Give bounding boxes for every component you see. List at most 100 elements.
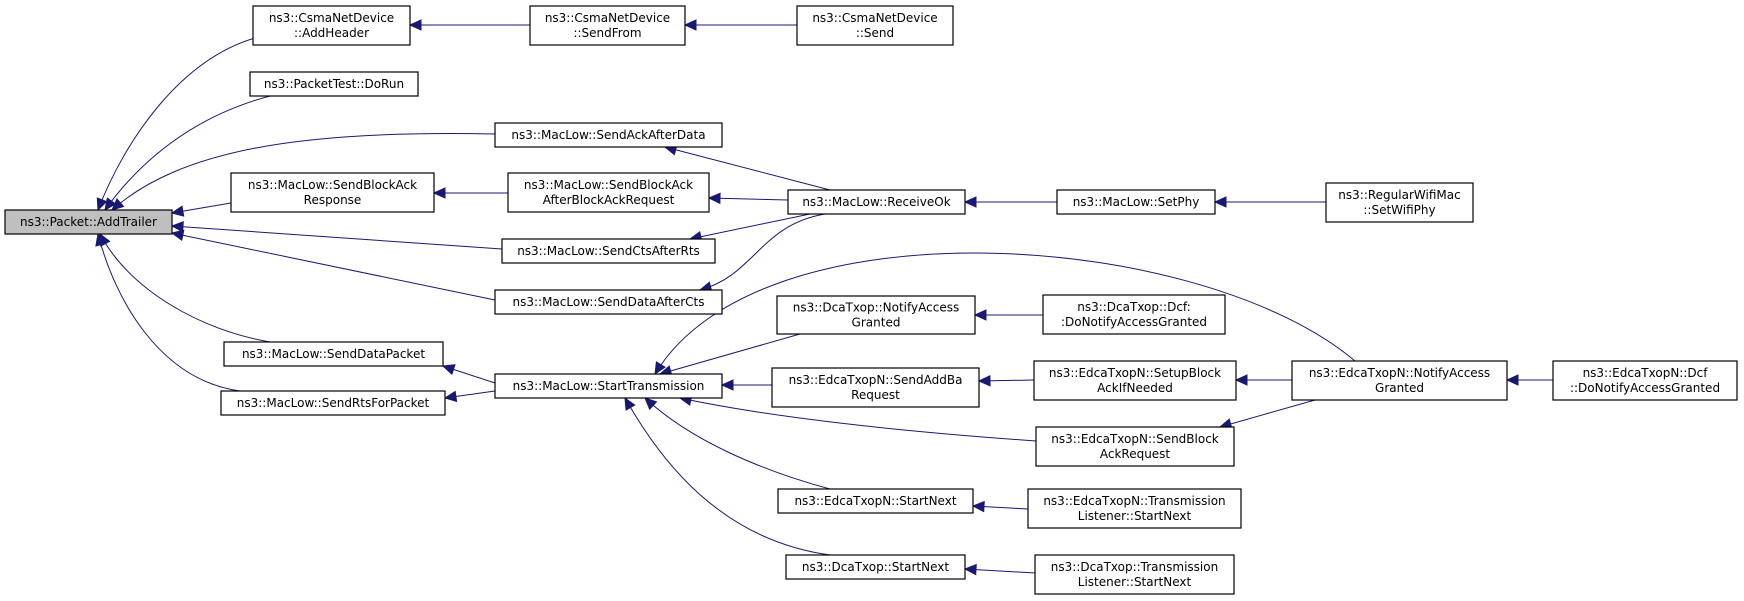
node-box [230,172,435,213]
arrowhead [707,192,721,205]
node-label: ns3::Packet::AddTrailer [20,215,157,229]
node-sendrtsforpacket[interactable]: ns3::MacLow::SendRtsForPacket [220,390,446,416]
node-box [777,488,974,514]
node-box [249,71,419,97]
node-label: ns3::MacLow::SendBlockAck [524,178,693,192]
arrowhead [963,563,977,576]
node-addtrailer[interactable]: ns3::Packet::AddTrailer [4,209,173,235]
node-edca-dcf[interactable]: ns3::EdcaTxopN::Dcf::DoNotifyAccessGrant… [1552,360,1738,401]
node-box [796,5,954,46]
edge-regularwifimac-to-setphy [1213,196,1326,208]
node-starttransmission[interactable]: ns3::MacLow::StartTransmission [494,373,723,399]
edge-sendctsafterrts-to-addtrailer [170,221,503,250]
edge-line [97,37,256,211]
node-label: ns3::MacLow::SendBlockAck [248,178,417,192]
node-label: ns3::EdcaTxopN::NotifyAccess [1309,366,1490,380]
edge-line [104,95,271,211]
node-label: ns3::MacLow::StartTransmission [513,379,705,393]
edge-edca_notify-to-edca_setupblock [1234,374,1292,386]
node-dcatxop-dcf[interactable]: ns3::DcaTxop::Dcf::DoNotifyAccessGranted [1042,294,1226,335]
node-sendblockackafter[interactable]: ns3::MacLow::SendBlockAckAfterBlockAckRe… [507,172,710,213]
node-senddatapacket[interactable]: ns3::MacLow::SendDataPacket [223,341,444,367]
node-box [4,209,173,235]
node-csma-send[interactable]: ns3::CsmaNetDevice::Send [796,5,954,46]
edge-receiveok-to-senddataafterctss [698,213,826,293]
node-setphy[interactable]: ns3::MacLow::SetPhy [1056,189,1216,215]
edge-line [97,233,241,392]
node-edca-translistener[interactable]: ns3::EdcaTxopN::TransmissionListener::St… [1027,488,1242,529]
node-label: ns3::MacLow::SendRtsForPacket [237,396,430,410]
node-label: Response [304,193,362,207]
node-label: ns3::DcaTxop::NotifyAccess [793,301,959,315]
node-dcatxop-startnext[interactable]: ns3::DcaTxop::StartNext [785,554,966,580]
node-dcatxop-translistener[interactable]: ns3::DcaTxop::TransmissionListener::Star… [1034,554,1235,595]
node-label: ns3::MacLow::SendCtsAfterRts [517,244,700,258]
node-box [1291,360,1508,401]
node-box [494,122,723,148]
node-box [494,373,723,399]
node-label: Granted [1375,381,1424,395]
node-sendctsafterrts[interactable]: ns3::MacLow::SendCtsAfterRts [501,238,716,264]
edge-starttransmission-to-senddatapacket [441,364,496,384]
arrowhead [971,500,985,513]
node-edca-notify[interactable]: ns3::EdcaTxopN::NotifyAccessGranted [1291,360,1508,401]
node-label: ::AddHeader [294,26,369,40]
arrowhead [683,19,697,31]
edge-sendackafterdata-to-addtrailer [111,133,496,211]
node-box [223,341,444,367]
nodes-layer: ns3::Packet::AddTrailer ns3::CsmaNetDevic… [4,5,1738,595]
node-box [220,390,446,416]
arrowhead [1234,374,1248,386]
node-label: ns3::DcaTxop::StartNext [802,560,949,574]
edge-line [99,233,271,343]
edge-edca_sendaddba-to-starttransmission [720,379,772,391]
arrowhead [720,379,734,391]
node-box [1033,360,1237,401]
node-box [1034,554,1235,595]
arrowhead [170,221,184,233]
node-edca-startnext[interactable]: ns3::EdcaTxopN::StartNext [777,488,974,514]
edge-line [699,213,826,291]
node-label: ns3::RegularWifiMac [1338,188,1460,202]
node-label: ns3::MacLow::SetPhy [1073,195,1200,209]
node-label: :DoNotifyAccessGranted [1061,315,1207,329]
arrowhead [408,19,422,31]
node-packettest[interactable]: ns3::PacketTest::DoRun [249,71,419,97]
node-label: ns3::MacLow::SendAckAfterData [511,128,705,142]
node-csma-sendfrom[interactable]: ns3::CsmaNetDevice::SendFrom [529,5,686,46]
node-box [494,289,723,315]
node-label: Request [851,388,900,402]
node-dcatxop-notify[interactable]: ns3::DcaTxop::NotifyAccessGranted [776,295,976,335]
node-sendackafterdata[interactable]: ns3::MacLow::SendAckAfterData [494,122,723,148]
edge-dcatxop_translistener-to-dcatxop_startnext [963,563,1036,576]
edge-line [679,397,1037,442]
edge-dcatxop_dcf-to-dcatxop_notify [973,309,1043,321]
node-csma-addheader[interactable]: ns3::CsmaNetDevice::AddHeader [252,5,411,46]
edge-setphy-to-receiveok [963,196,1057,208]
arrowhead [654,361,666,376]
node-receiveok[interactable]: ns3::MacLow::ReceiveOk [787,189,966,215]
arrowhead [443,390,458,403]
node-label: ::SendFrom [573,26,641,40]
node-senddataafterctss[interactable]: ns3::MacLow::SendDataAfterCts [494,289,723,315]
arrowhead [973,309,987,321]
edge-line [708,197,789,201]
edge-edca_dcf-to-edca_notify [1505,374,1553,386]
arrowhead [170,229,185,241]
node-regularwifimac[interactable]: ns3::RegularWifiMac::SetWifiPhy [1325,182,1474,223]
edge-edca_translistener-to-edca_startnext [971,500,1029,513]
arrowhead [977,375,991,387]
edge-starttransmission-to-sendrtsforpacket [443,390,496,403]
edge-edca_notify-to-edca_sendblockackreq [1218,399,1316,430]
edge-line [624,397,831,556]
edge-sendblockackresponse-to-addtrailer [170,202,232,217]
node-box [1552,360,1738,401]
arrowhead [1213,196,1227,208]
arrowhead [95,232,107,247]
node-box [776,295,976,335]
node-label: ns3::MacLow::SendDataPacket [242,347,425,361]
